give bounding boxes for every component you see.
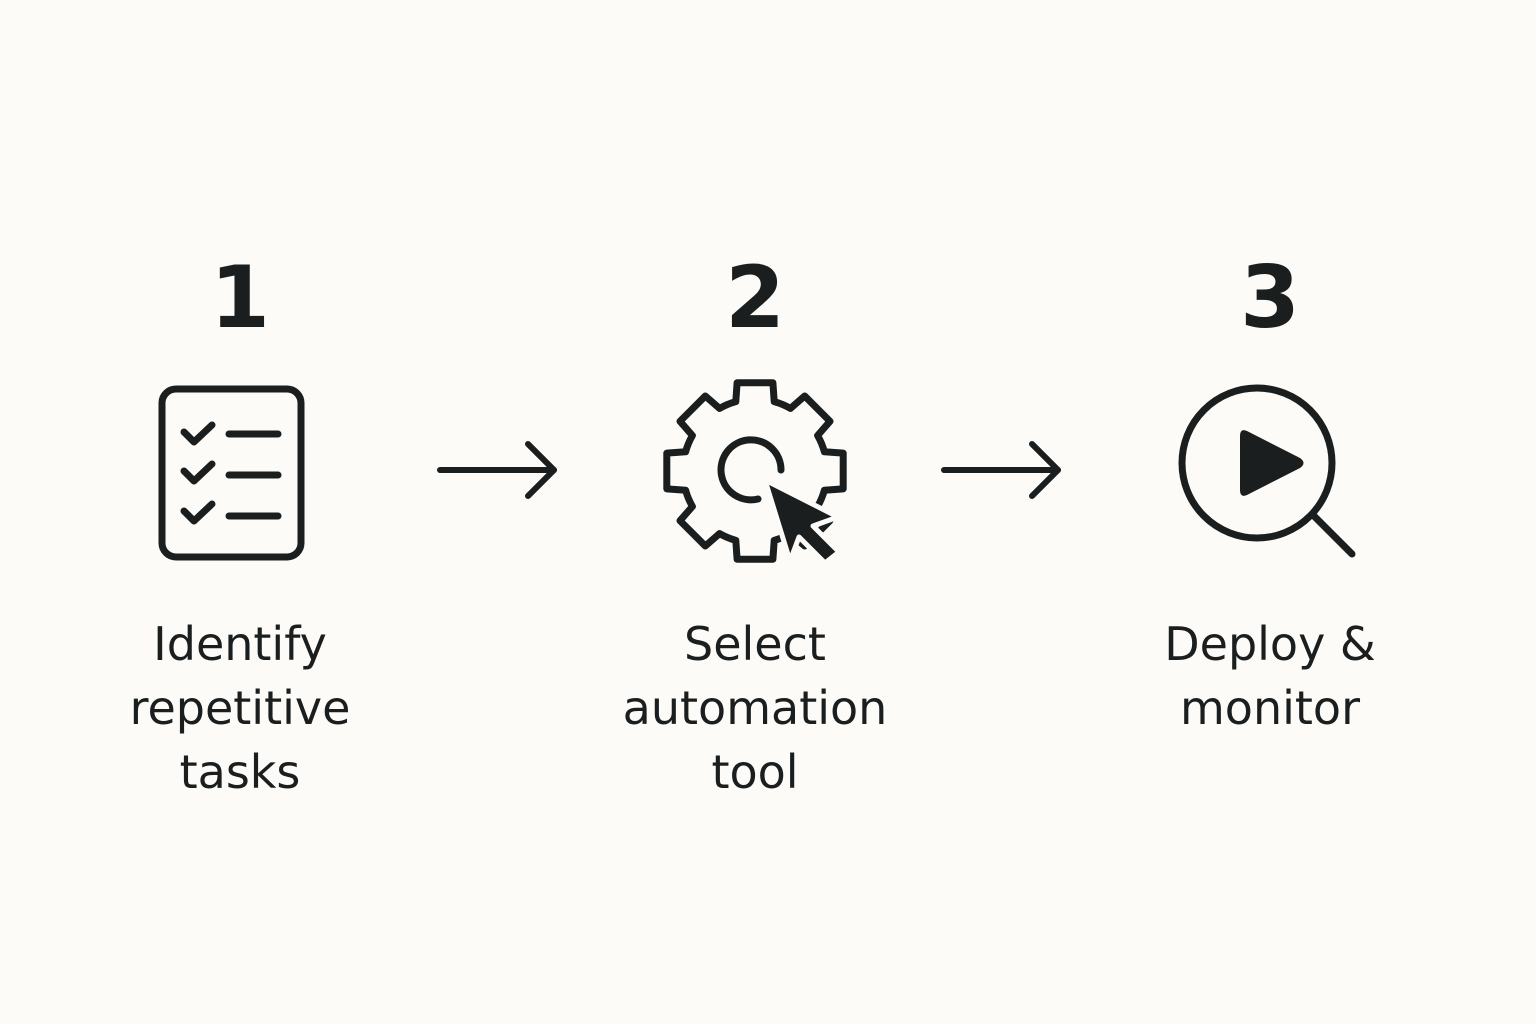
step-label: Deploy & monitor [1164,617,1376,735]
magnifier-play-icon [1100,370,1440,570]
gear-outline [663,379,847,563]
step-number: 2 [725,248,785,348]
step-1: 1 Identify repetitive tasks [70,0,410,1024]
step-number: 3 [1240,248,1300,348]
gear-cursor-icon [585,370,925,570]
arrow-right-icon [434,436,564,506]
arrow-right-icon [938,436,1068,506]
step-2: 2 Select automation tool [585,0,925,1024]
step-label: Select automation tool [622,617,888,799]
step-number: 1 [210,248,270,348]
checklist-icon [70,370,410,570]
step-label: Identify repetitive tasks [129,617,351,799]
step-3: 3 Deploy & monitor [1100,0,1440,1024]
